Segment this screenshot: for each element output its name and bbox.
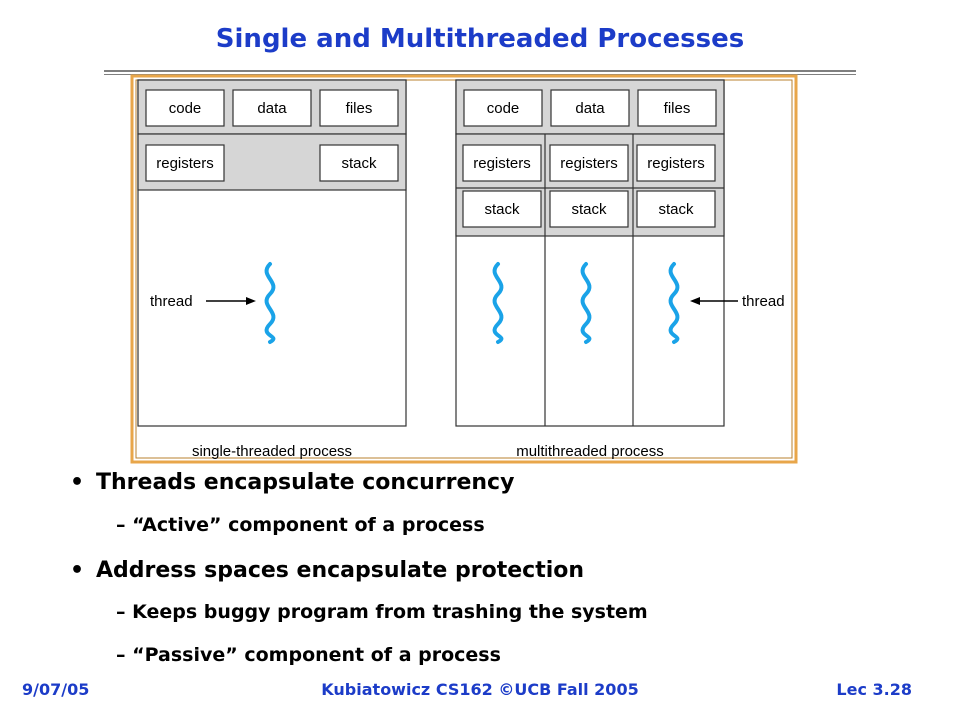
- single-files-box: [319, 89, 399, 127]
- multi-thread-arrowhead: [690, 297, 700, 305]
- bullet-2-text: Address spaces encapsulate protection: [96, 558, 585, 583]
- single-files-label: files: [346, 100, 373, 117]
- slide-title: Single and Multithreaded Processes: [215, 24, 745, 54]
- multi-registers-box-3: [636, 144, 716, 182]
- multi-stack-label-1: stack: [484, 201, 520, 218]
- single-code-label: code: [169, 100, 202, 117]
- multi-registers-box-2: [549, 144, 629, 182]
- bullet-dot: •: [70, 558, 85, 583]
- single-thread-icon: [264, 262, 276, 344]
- multi-thread-icon-2: [580, 262, 592, 344]
- multi-stack-box-2: [549, 190, 629, 228]
- single-data-label: data: [257, 100, 287, 117]
- multi-code-label: code: [487, 100, 520, 117]
- single-code-box: [145, 89, 225, 127]
- single-thread-arrowhead: [246, 297, 256, 305]
- single-stack-box: [319, 144, 399, 182]
- bullet-2-sub-2-text: “Passive” component of a process: [132, 644, 501, 666]
- bullet-2-sub-2: – “Passive” component of a process: [116, 644, 501, 666]
- multi-stack-label-3: stack: [658, 201, 694, 218]
- single-thread-label: thread: [150, 293, 193, 310]
- single-stack-label: stack: [341, 155, 377, 172]
- multithreaded-process: code data files registers registers regi…: [455, 79, 785, 460]
- multi-data-box: [550, 89, 630, 127]
- multi-registers-label-3: registers: [647, 155, 705, 172]
- title-divider: [104, 70, 856, 72]
- bullet-2-sub-1-text: Keeps buggy program from trashing the sy…: [132, 601, 648, 623]
- multi-files-label: files: [664, 100, 691, 117]
- multi-files-box: [637, 89, 717, 127]
- bullet-2-sub-1: – Keeps buggy program from trashing the …: [116, 601, 648, 623]
- multi-registers-label-1: registers: [473, 155, 531, 172]
- multi-thread-icon-3: [668, 262, 680, 344]
- footer-date: 9/07/05: [22, 680, 90, 699]
- multi-thread-label: thread: [742, 293, 785, 310]
- bullet-1-sub-1: – “Active” component of a process: [116, 514, 485, 536]
- bullet-1-text: Threads encapsulate concurrency: [96, 470, 515, 495]
- multi-stack-box-3: [636, 190, 716, 228]
- footer-course: Kubiatowicz CS162 ©UCB Fall 2005: [321, 680, 639, 699]
- multi-code-box: [463, 89, 543, 127]
- single-registers-label: registers: [156, 155, 214, 172]
- multi-data-label: data: [575, 100, 605, 117]
- single-data-box: [232, 89, 312, 127]
- single-threaded-process: code data files registers stack thread s…: [137, 79, 407, 460]
- multi-caption: multithreaded process: [516, 443, 664, 460]
- single-registers-box: [145, 144, 225, 182]
- multi-registers-label-2: registers: [560, 155, 618, 172]
- multi-thread-icon-1: [492, 262, 504, 344]
- multi-stack-label-2: stack: [571, 201, 607, 218]
- multi-stack-box-1: [462, 190, 542, 228]
- multi-registers-box-1: [462, 144, 542, 182]
- bullet-1-sub-1-text: “Active” component of a process: [132, 514, 485, 536]
- bullet-dot: •: [70, 470, 85, 495]
- footer-slide-number: Lec 3.28: [836, 680, 912, 699]
- single-caption: single-threaded process: [192, 443, 352, 460]
